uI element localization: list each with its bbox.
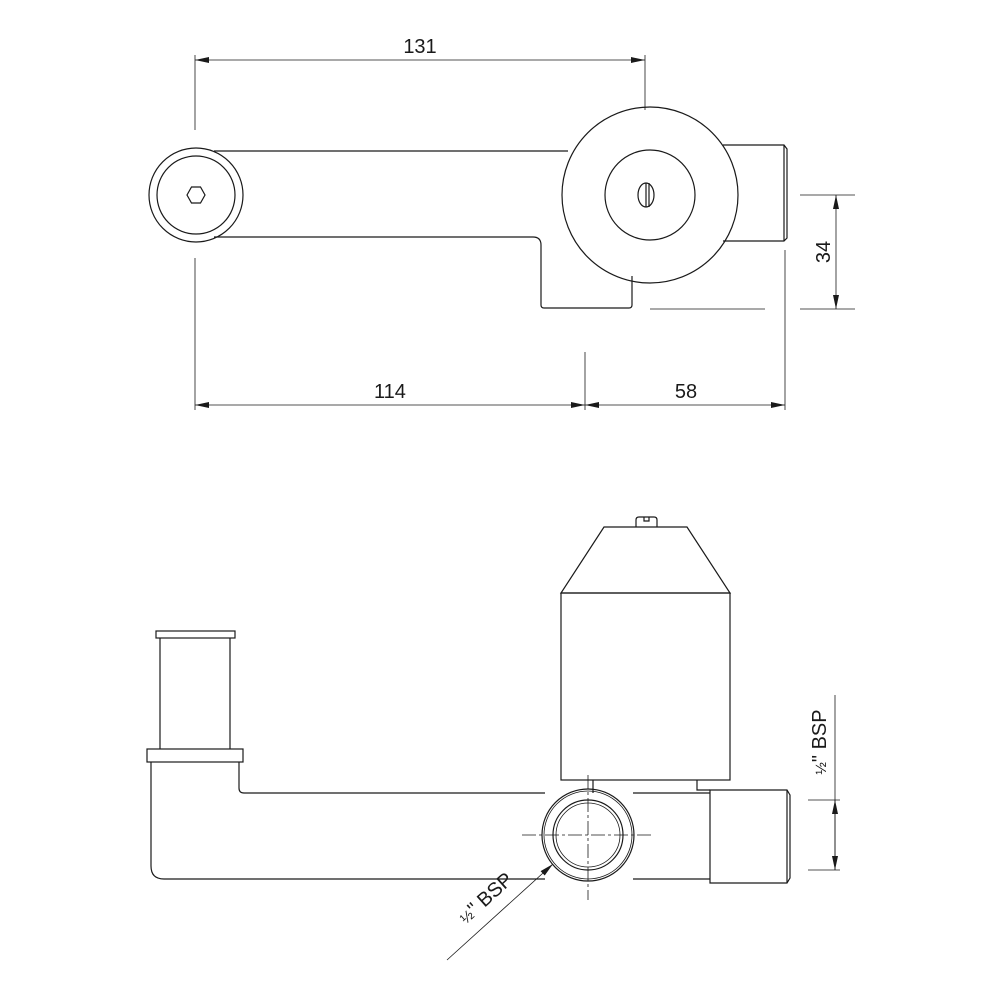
dimension-label: 34: [813, 241, 835, 263]
elbow-pipe: [150, 762, 710, 880]
flange: [146, 748, 244, 763]
dimension-131: 131: [194, 36, 646, 130]
thread-label: ½" BSP: [454, 869, 517, 929]
thread-label: ½" BSP: [809, 709, 831, 774]
hex-socket-icon: [186, 186, 206, 204]
inlet-port: [522, 775, 652, 900]
dimension-label: 131: [403, 36, 436, 58]
top-view: 131 114 58 34: [148, 36, 855, 410]
thread-dimension-vertical: ½" BSP: [808, 695, 840, 871]
dimension-34: 34: [650, 194, 855, 310]
outlet-stub: [723, 144, 788, 242]
arm-body: [214, 150, 633, 309]
left-fitting: [148, 147, 244, 243]
dimension-114-58: 114 58: [194, 250, 786, 410]
outlet-fitting: [709, 789, 791, 884]
side-view: ½" BSP ½" BSP: [146, 516, 840, 961]
valve-cartridge: [559, 516, 732, 793]
valve-body: [561, 106, 739, 284]
top-cap: [155, 630, 236, 639]
dimension-label: 58: [675, 381, 697, 403]
dimension-label: 114: [374, 381, 406, 403]
